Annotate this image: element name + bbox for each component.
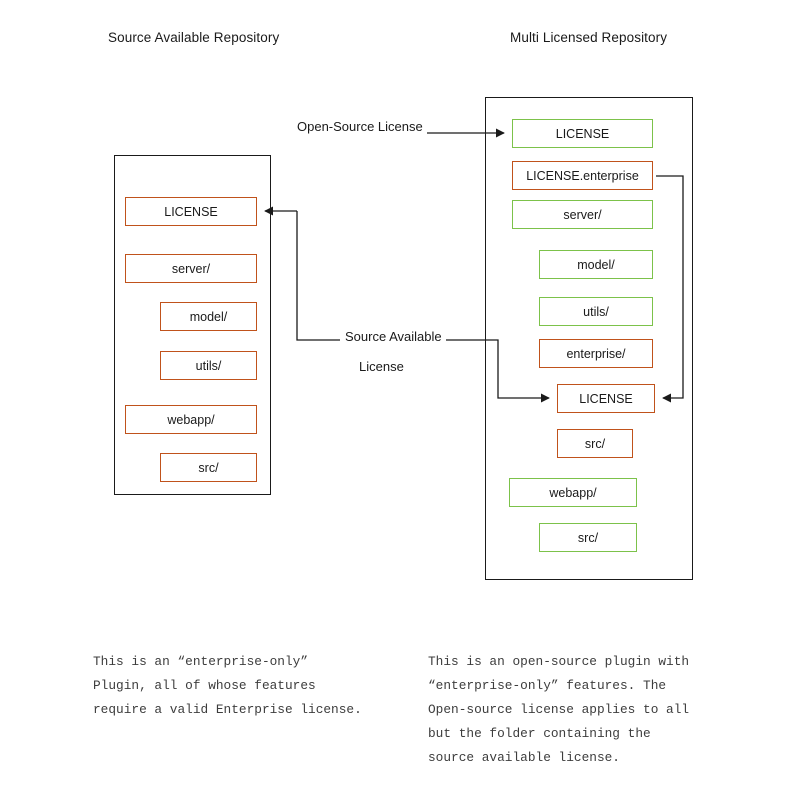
left-caption: This is an “enterprise-only” Plugin, all… — [93, 654, 362, 717]
left-node-src[interactable]: src/ — [160, 453, 257, 482]
right-node-enterprise-license[interactable]: LICENSE — [557, 384, 655, 413]
right-node-enterprise[interactable]: enterprise/ — [539, 339, 653, 368]
right-node-license[interactable]: LICENSE — [512, 119, 653, 148]
right-node-webapp-src[interactable]: src/ — [539, 523, 637, 552]
right-node-license-enterprise[interactable]: LICENSE.enterprise — [512, 161, 653, 190]
left-node-utils[interactable]: utils/ — [160, 351, 257, 380]
right-repository-title: Multi Licensed Repository — [510, 30, 668, 45]
right-node-server[interactable]: server/ — [512, 200, 653, 229]
left-repository-title: Source Available Repository — [108, 30, 280, 45]
left-node-license[interactable]: LICENSE — [125, 197, 257, 226]
right-node-model[interactable]: model/ — [539, 250, 653, 279]
right-node-enterprise-src[interactable]: src/ — [557, 429, 633, 458]
right-node-utils[interactable]: utils/ — [539, 297, 653, 326]
right-caption: This is an open-source plugin with “ente… — [428, 654, 690, 765]
right-node-webapp[interactable]: webapp/ — [509, 478, 637, 507]
left-node-model[interactable]: model/ — [160, 302, 257, 331]
left-node-webapp[interactable]: webapp/ — [125, 405, 257, 434]
connector-label-source-available-line2: License — [355, 359, 408, 374]
connector-label-source-available-line1: Source Available — [341, 329, 446, 344]
connector-label-open-source-license: Open-Source License — [293, 119, 427, 134]
left-node-server[interactable]: server/ — [125, 254, 257, 283]
wire-source-available-to-left-segment — [296, 211, 340, 341]
